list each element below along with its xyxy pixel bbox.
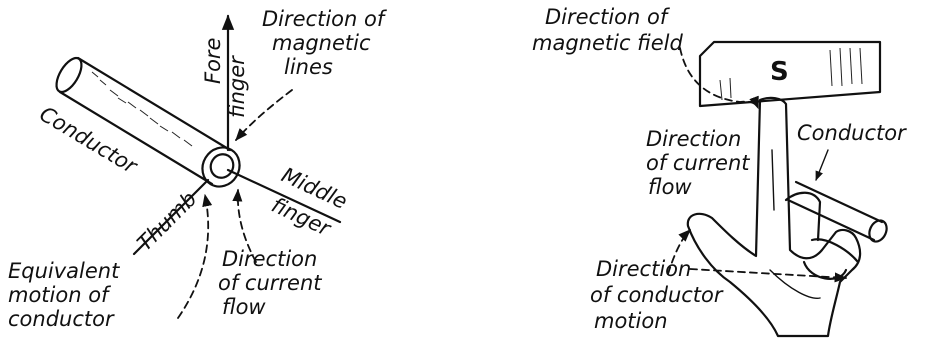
label-fore: Fore — [201, 38, 225, 84]
label-conductor-right: Conductor — [797, 121, 907, 145]
label-direction-current-flow-right: Direction of current flow — [646, 127, 756, 199]
label-thumb: Thumb — [133, 187, 202, 256]
arrow-to-current-flow-right — [690, 269, 846, 278]
right-hand-diagram: S Direction of magnetic field Direction … — [532, 5, 907, 336]
label-direction-magnetic-lines: Direction of magnetic lines — [262, 7, 391, 79]
label-conductor-left: Conductor — [35, 102, 142, 179]
arrow-to-magnetic-field — [680, 48, 758, 108]
label-direction-magnetic-field: Direction of magnetic field — [532, 5, 683, 55]
magnet-south-pole: S — [700, 42, 880, 106]
conductor-rod — [788, 182, 890, 244]
left-hand-rule-diagram: Direction of magnetic lines Fore finger … — [8, 7, 391, 331]
label-finger-fore: finger — [225, 55, 249, 118]
magnet-pole-label: S — [770, 57, 789, 87]
label-direction-conductor-motion: Direction of conductor motion — [590, 257, 729, 333]
label-equivalent-motion: Equivalent motion of conductor — [8, 259, 126, 331]
arrow-to-conductor-right — [816, 150, 828, 180]
label-direction-current-flow-left: Direction of current flow — [218, 247, 328, 319]
